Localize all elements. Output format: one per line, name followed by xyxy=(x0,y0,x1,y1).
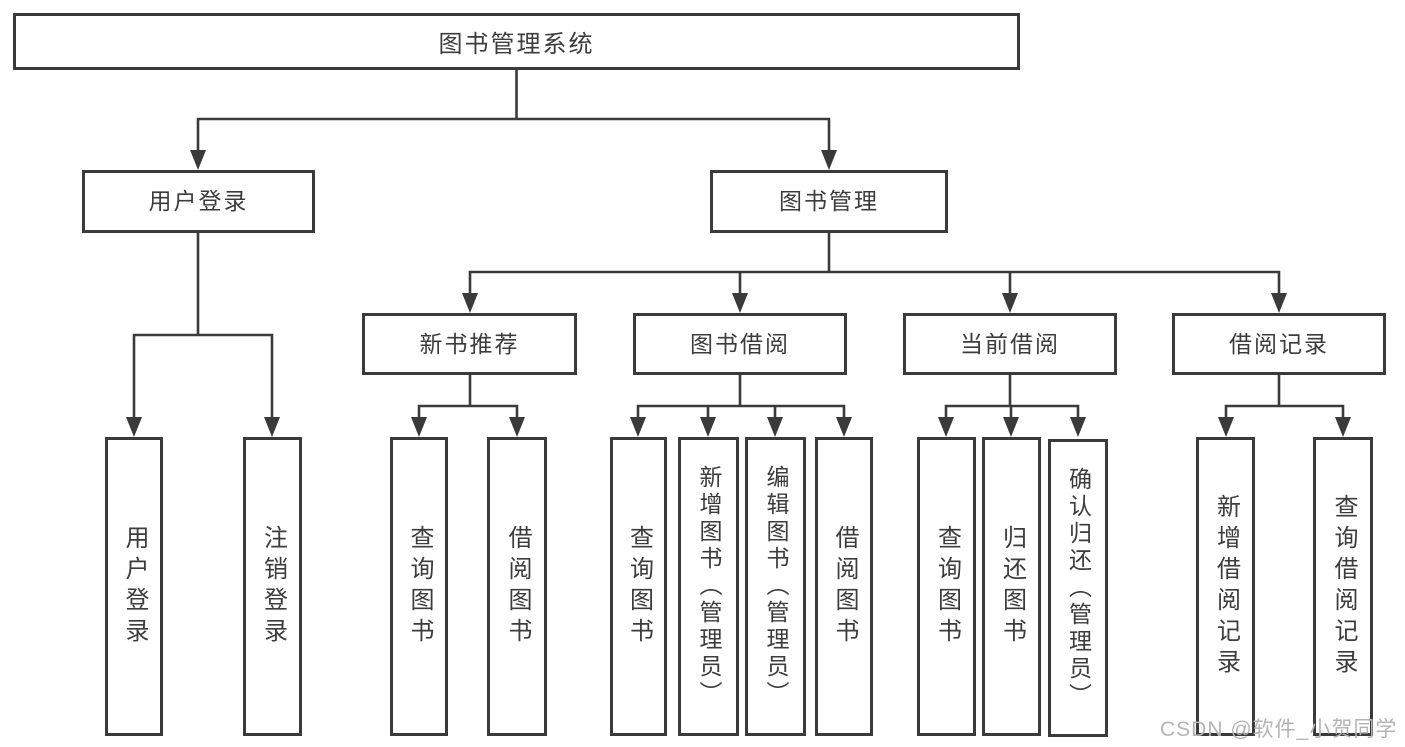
node-leaf-add-book-admin: 新增图书（管理员） xyxy=(678,437,739,736)
node-new-book-recommend: 新书推荐 xyxy=(362,313,577,375)
node-leaf-user-login: 用户登录 xyxy=(105,437,163,736)
node-leaf-confirm-return-admin: 确认归还（管理员） xyxy=(1048,439,1108,737)
node-leaf-edit-book-admin: 编辑图书（管理员） xyxy=(745,437,806,736)
node-leaf-logout: 注销登录 xyxy=(243,437,302,736)
node-book-management: 图书管理 xyxy=(710,170,948,233)
node-book-borrow: 图书借阅 xyxy=(633,313,847,375)
node-current-borrow: 当前借阅 xyxy=(903,313,1117,375)
node-library-management-system: 图书管理系统 xyxy=(13,13,1020,70)
node-leaf-borrow-book-2: 借阅图书 xyxy=(815,437,873,736)
node-leaf-query-book-3: 查询图书 xyxy=(917,437,976,736)
node-leaf-borrow-book-1: 借阅图书 xyxy=(487,437,547,736)
node-leaf-add-borrow-record: 新增借阅记录 xyxy=(1196,437,1255,736)
watermark: CSDN @软件_小贺同学 xyxy=(1160,718,1398,741)
node-borrow-record: 借阅记录 xyxy=(1172,313,1386,375)
node-leaf-query-borrow-record: 查询借阅记录 xyxy=(1313,437,1373,736)
node-user-login: 用户登录 xyxy=(82,170,315,233)
node-leaf-query-book-1: 查询图书 xyxy=(390,437,448,736)
node-leaf-query-book-2: 查询图书 xyxy=(610,437,667,736)
node-leaf-return-book: 归还图书 xyxy=(982,437,1041,736)
